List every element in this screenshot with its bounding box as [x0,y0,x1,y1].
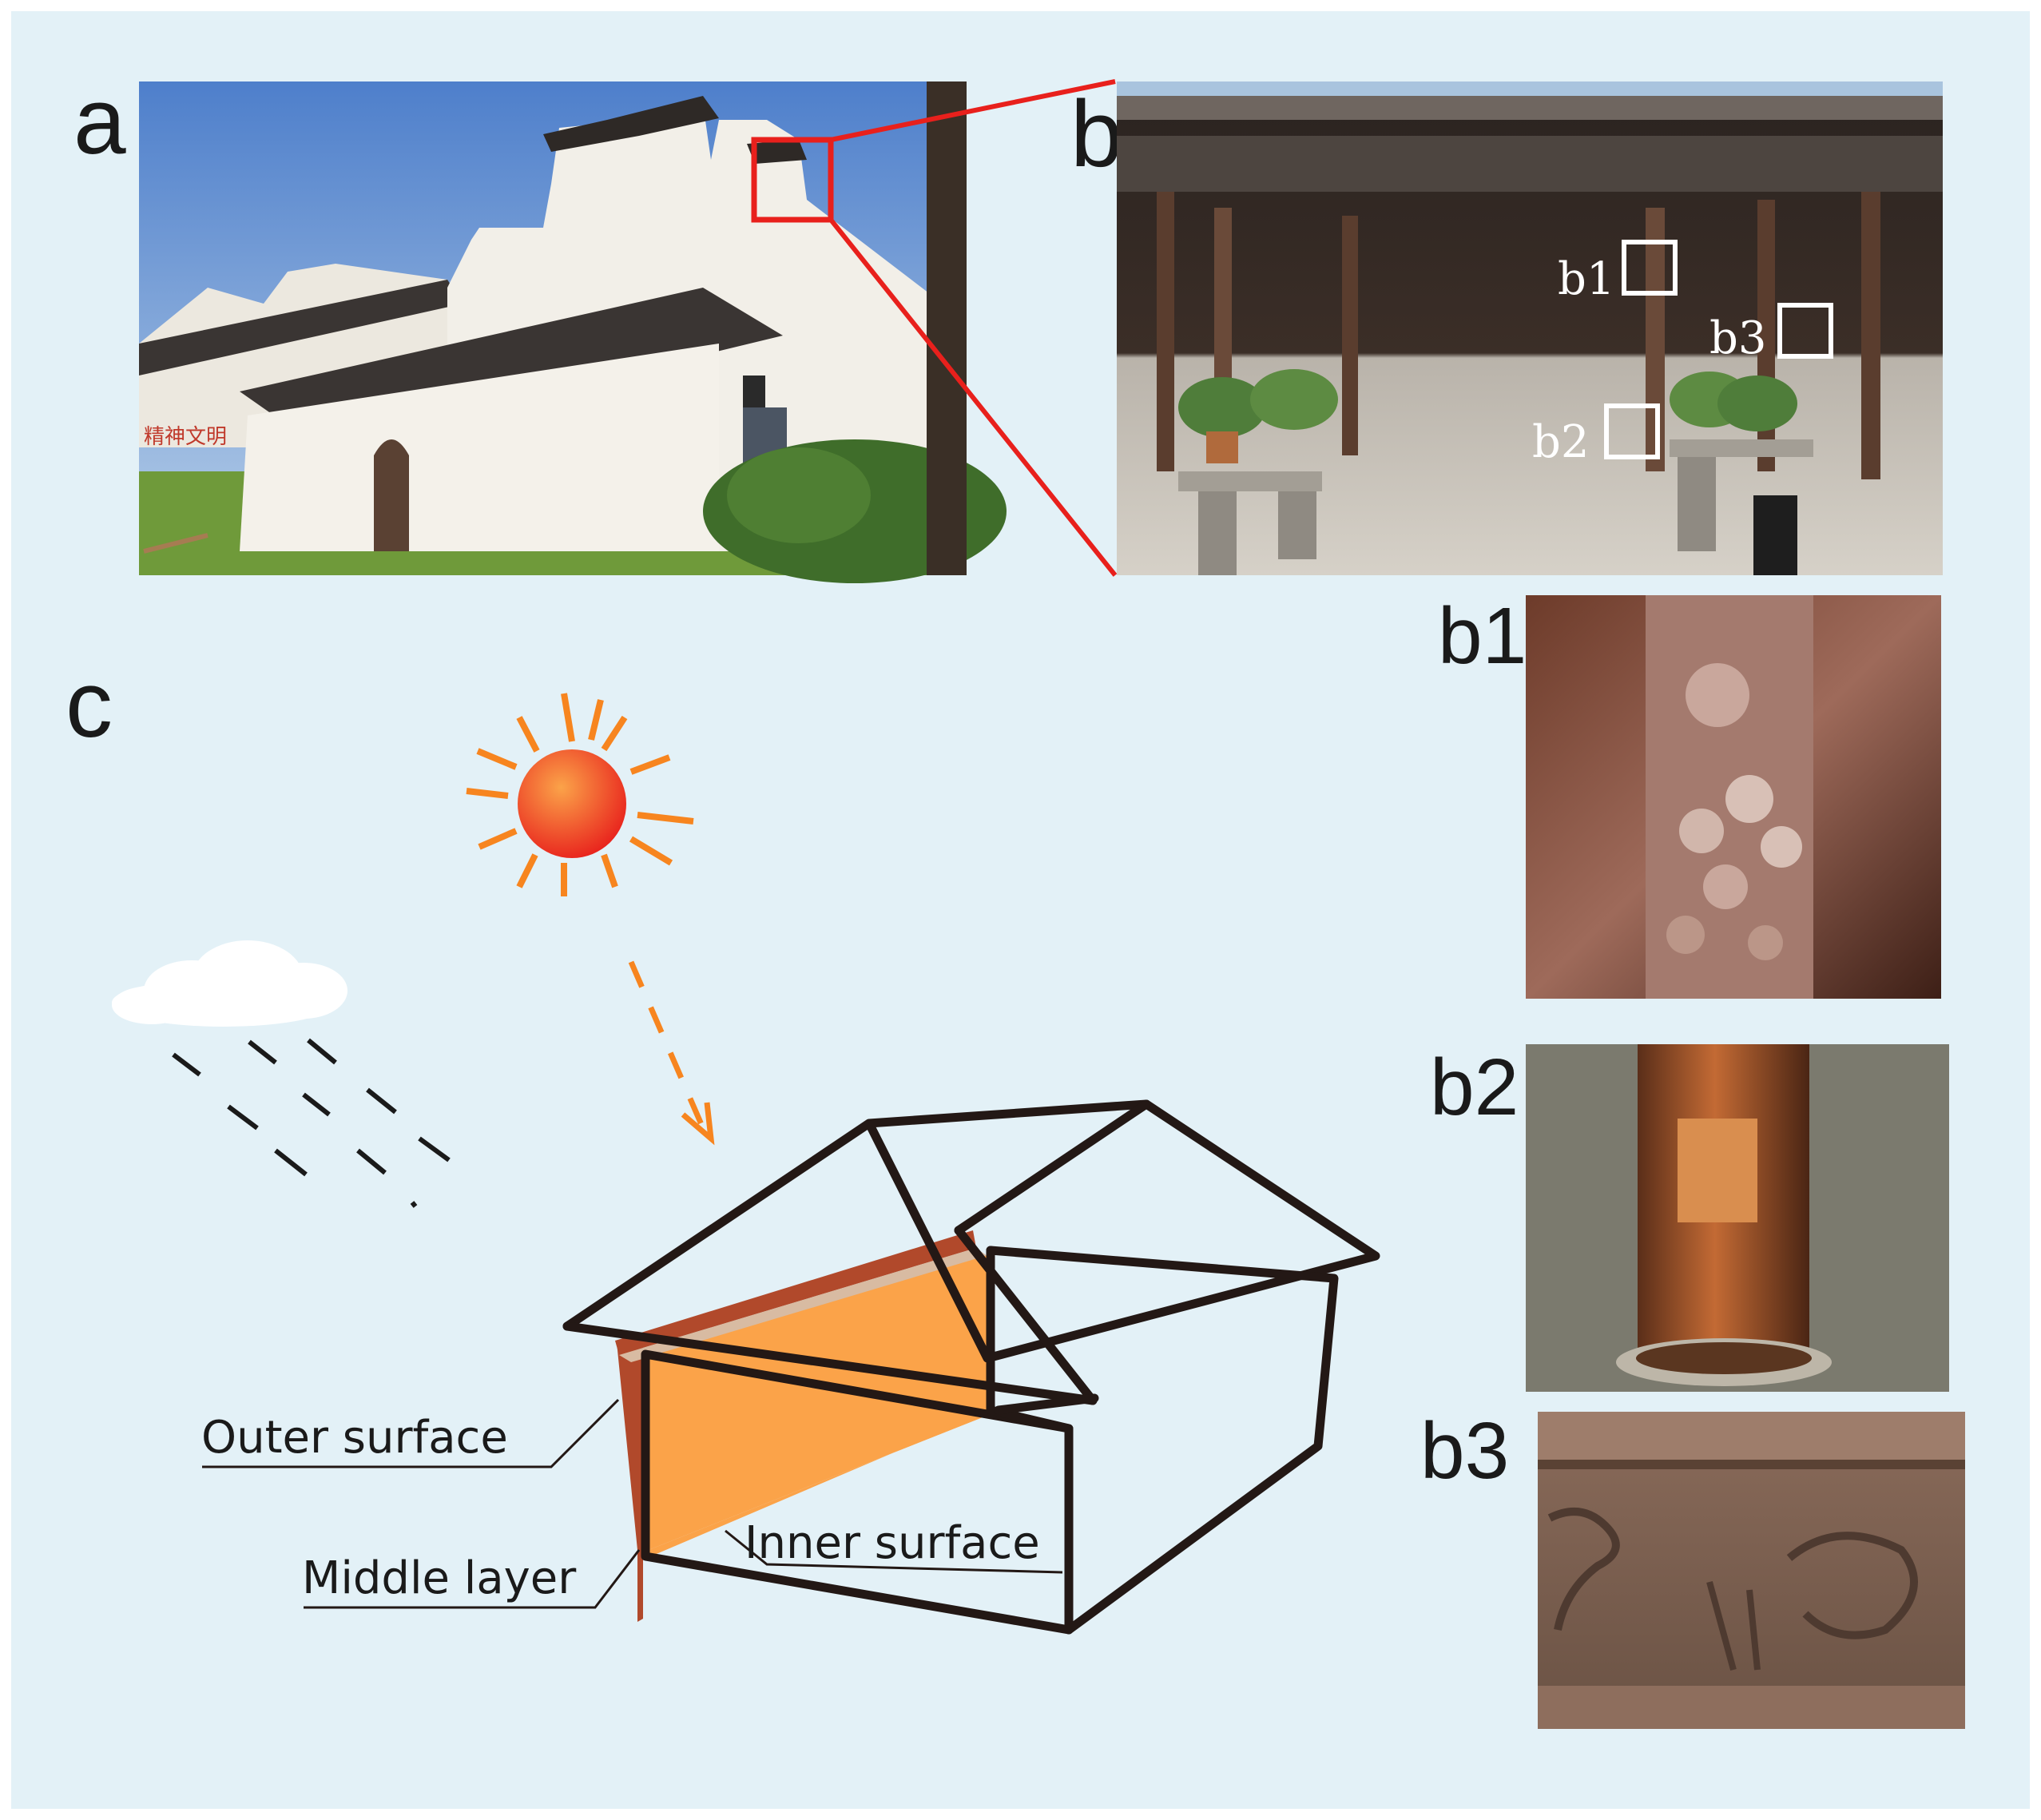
label-outer-surface: Outer surface [201,1412,508,1464]
rain-icon [172,1038,451,1208]
panel-c-letter: c [66,652,113,757]
zoom-lines [828,79,1118,577]
photo-b [1117,81,1943,575]
outer-layer-strip [615,1230,976,1355]
marker-box-b3 [1777,303,1833,359]
marker-label-b3: b3 [1709,312,1766,364]
marker-label-b1: b1 [1558,253,1614,305]
panel-b1-letter: b1 [1438,591,1527,681]
panel-a: a 精神文明 [73,69,1007,583]
panel-b3-letter: b3 [1420,1406,1509,1496]
marker-label-b2: b2 [1532,416,1589,468]
panel-b2: b2 [1430,1043,1949,1392]
zoom-box-a [751,137,834,223]
wall-fill-lower [647,1406,1003,1558]
cloud-icon [112,940,347,1027]
photo-b2 [1526,1044,1949,1392]
sun-icon [466,693,694,896]
photo-a: 精神文明 [139,81,1007,583]
middle-strip [619,1248,991,1362]
photo-b1 [1526,595,1941,999]
sunlight-arrow [628,960,715,1146]
outer-layer [617,1336,643,1622]
wall-fill [643,1254,991,1550]
marker-box-b2 [1604,403,1660,459]
label-middle-layer: Middle layer [302,1552,577,1604]
photo-b3 [1538,1412,1965,1729]
panel-b3: b3 [1420,1406,1965,1729]
house-diagram [562,1099,1380,1635]
panel-b1: b1 [1438,591,1941,999]
leader-lines [202,1398,1063,1609]
marker-box-b1 [1622,240,1678,296]
panel-a-letter: a [73,69,126,174]
wall-sign: 精神文明 [144,425,227,449]
panel-b2-letter: b2 [1430,1043,1519,1132]
panel-c: c [66,652,1380,1635]
label-inner-surface: Inner surface [745,1517,1040,1569]
panel-b-letter: b [1070,81,1123,187]
panel-b: b [1070,81,1943,575]
